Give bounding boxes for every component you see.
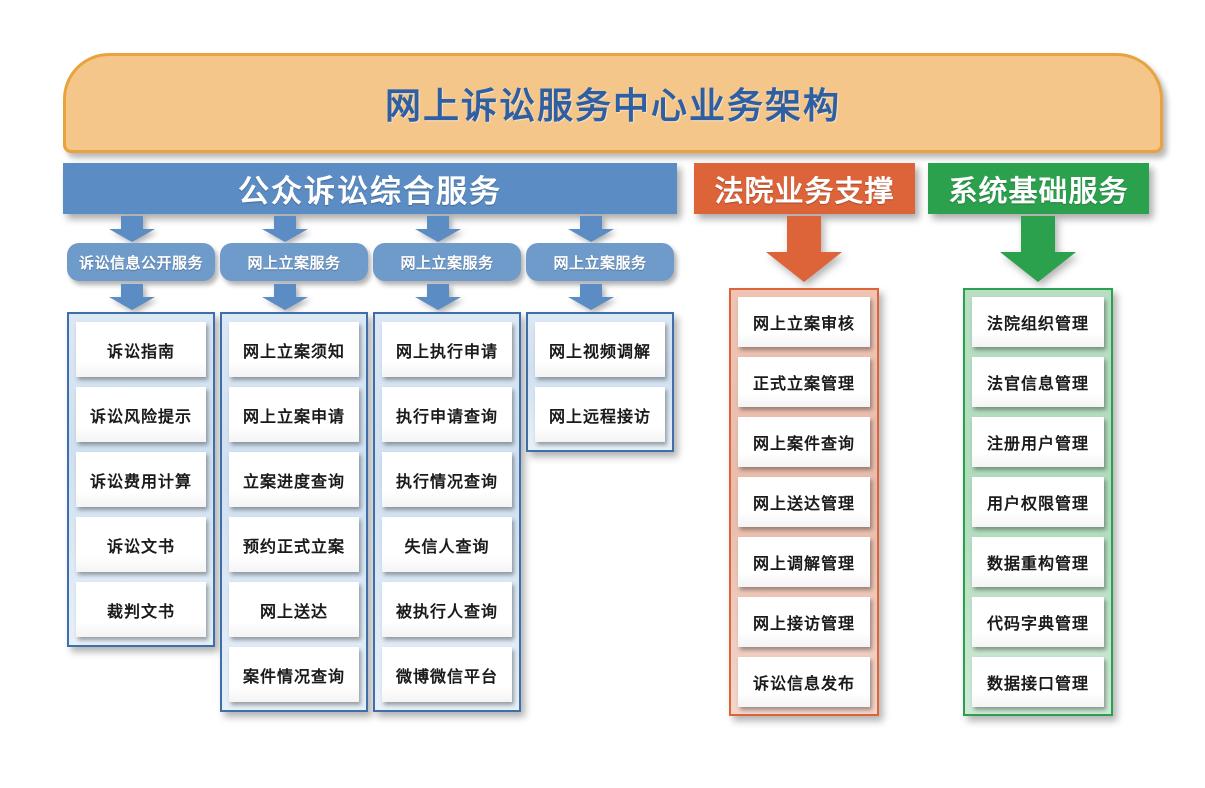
list-item[interactable]: 注册用户管理: [972, 417, 1104, 467]
section-header-system-base-label: 系统基础服务: [948, 173, 1129, 208]
arrow-down-subgroup-4: [568, 284, 614, 310]
list-item[interactable]: 诉讼费用计算: [76, 452, 206, 507]
list-item[interactable]: 立案进度查询: [229, 452, 359, 507]
list-item[interactable]: 网上远程接访: [535, 387, 665, 442]
subgroup-header-3-label: 网上立案服务: [400, 253, 494, 272]
arrow-down-public-3: [415, 216, 461, 242]
subgroup-header-2[interactable]: 网上立案服务: [220, 243, 368, 281]
list-item[interactable]: 网上立案须知: [229, 322, 359, 377]
arrow-down-public-1: [109, 216, 155, 242]
subgroup-header-4[interactable]: 网上立案服务: [526, 243, 674, 281]
list-item[interactable]: 网上执行申请: [382, 322, 512, 377]
column-frame-2: 网上立案须知 网上立案申请 立案进度查询 预约正式立案 网上送达 案件情况查询: [220, 312, 368, 712]
list-item[interactable]: 诉讼风险提示: [76, 387, 206, 442]
subgroup-header-3[interactable]: 网上立案服务: [373, 243, 521, 281]
list-item[interactable]: 网上送达: [229, 582, 359, 637]
list-item[interactable]: 执行申请查询: [382, 387, 512, 442]
list-item[interactable]: 网上接访管理: [738, 597, 870, 647]
list-item[interactable]: 法院组织管理: [972, 297, 1104, 347]
section-header-court-support-label: 法院业务支撑: [714, 173, 895, 208]
list-item[interactable]: 网上视频调解: [535, 322, 665, 377]
list-item[interactable]: 代码字典管理: [972, 597, 1104, 647]
subgroup-header-1[interactable]: 诉讼信息公开服务: [67, 243, 215, 281]
column-frame-3: 网上执行申请 执行申请查询 执行情况查询 失信人查询 被执行人查询 微博微信平台: [373, 312, 521, 712]
column-frame-1: 诉讼指南 诉讼风险提示 诉讼费用计算 诉讼文书 裁判文书: [67, 312, 215, 647]
section-header-system-base[interactable]: 系统基础服务: [928, 163, 1149, 214]
subgroup-header-2-label: 网上立案服务: [247, 253, 341, 272]
arrow-down-subgroup-1: [109, 284, 155, 310]
arrow-down-public-4: [568, 216, 614, 242]
section-header-court-support[interactable]: 法院业务支撑: [694, 163, 915, 214]
list-item[interactable]: 法官信息管理: [972, 357, 1104, 407]
column-frame-system-base: 法院组织管理 法官信息管理 注册用户管理 用户权限管理 数据重构管理 代码字典管…: [963, 288, 1113, 716]
list-item[interactable]: 微博微信平台: [382, 647, 512, 702]
arrow-down-public-2: [262, 216, 308, 242]
list-item[interactable]: 网上调解管理: [738, 537, 870, 587]
column-frame-4: 网上视频调解 网上远程接访: [526, 312, 674, 452]
section-header-public-service-label: 公众诉讼综合服务: [238, 174, 502, 210]
diagram-title-text: 网上诉讼服务中心业务架构: [384, 86, 841, 127]
subgroup-header-4-label: 网上立案服务: [553, 253, 647, 272]
list-item[interactable]: 诉讼信息发布: [738, 657, 870, 707]
list-item[interactable]: 失信人查询: [382, 517, 512, 572]
list-item[interactable]: 用户权限管理: [972, 477, 1104, 527]
list-item[interactable]: 网上案件查询: [738, 417, 870, 467]
list-item[interactable]: 执行情况查询: [382, 452, 512, 507]
arrow-down-system-base: [1000, 216, 1076, 282]
list-item[interactable]: 诉讼指南: [76, 322, 206, 377]
list-item[interactable]: 诉讼文书: [76, 517, 206, 572]
list-item[interactable]: 数据重构管理: [972, 537, 1104, 587]
list-item[interactable]: 数据接口管理: [972, 657, 1104, 707]
list-item[interactable]: 预约正式立案: [229, 517, 359, 572]
list-item[interactable]: 网上立案审核: [738, 297, 870, 347]
column-frame-court-support: 网上立案审核 正式立案管理 网上案件查询 网上送达管理 网上调解管理 网上接访管…: [729, 288, 879, 716]
list-item[interactable]: 裁判文书: [76, 582, 206, 637]
arrow-down-subgroup-2: [262, 284, 308, 310]
list-item[interactable]: 案件情况查询: [229, 647, 359, 702]
list-item[interactable]: 网上立案申请: [229, 387, 359, 442]
section-header-public-service[interactable]: 公众诉讼综合服务: [63, 163, 677, 214]
list-item[interactable]: 网上送达管理: [738, 477, 870, 527]
arrow-down-court-support: [766, 216, 842, 282]
subgroup-header-1-label: 诉讼信息公开服务: [78, 253, 203, 272]
list-item[interactable]: 正式立案管理: [738, 357, 870, 407]
list-item[interactable]: 被执行人查询: [382, 582, 512, 637]
diagram-title-banner: 网上诉讼服务中心业务架构: [63, 53, 1163, 153]
arrow-down-subgroup-3: [415, 284, 461, 310]
